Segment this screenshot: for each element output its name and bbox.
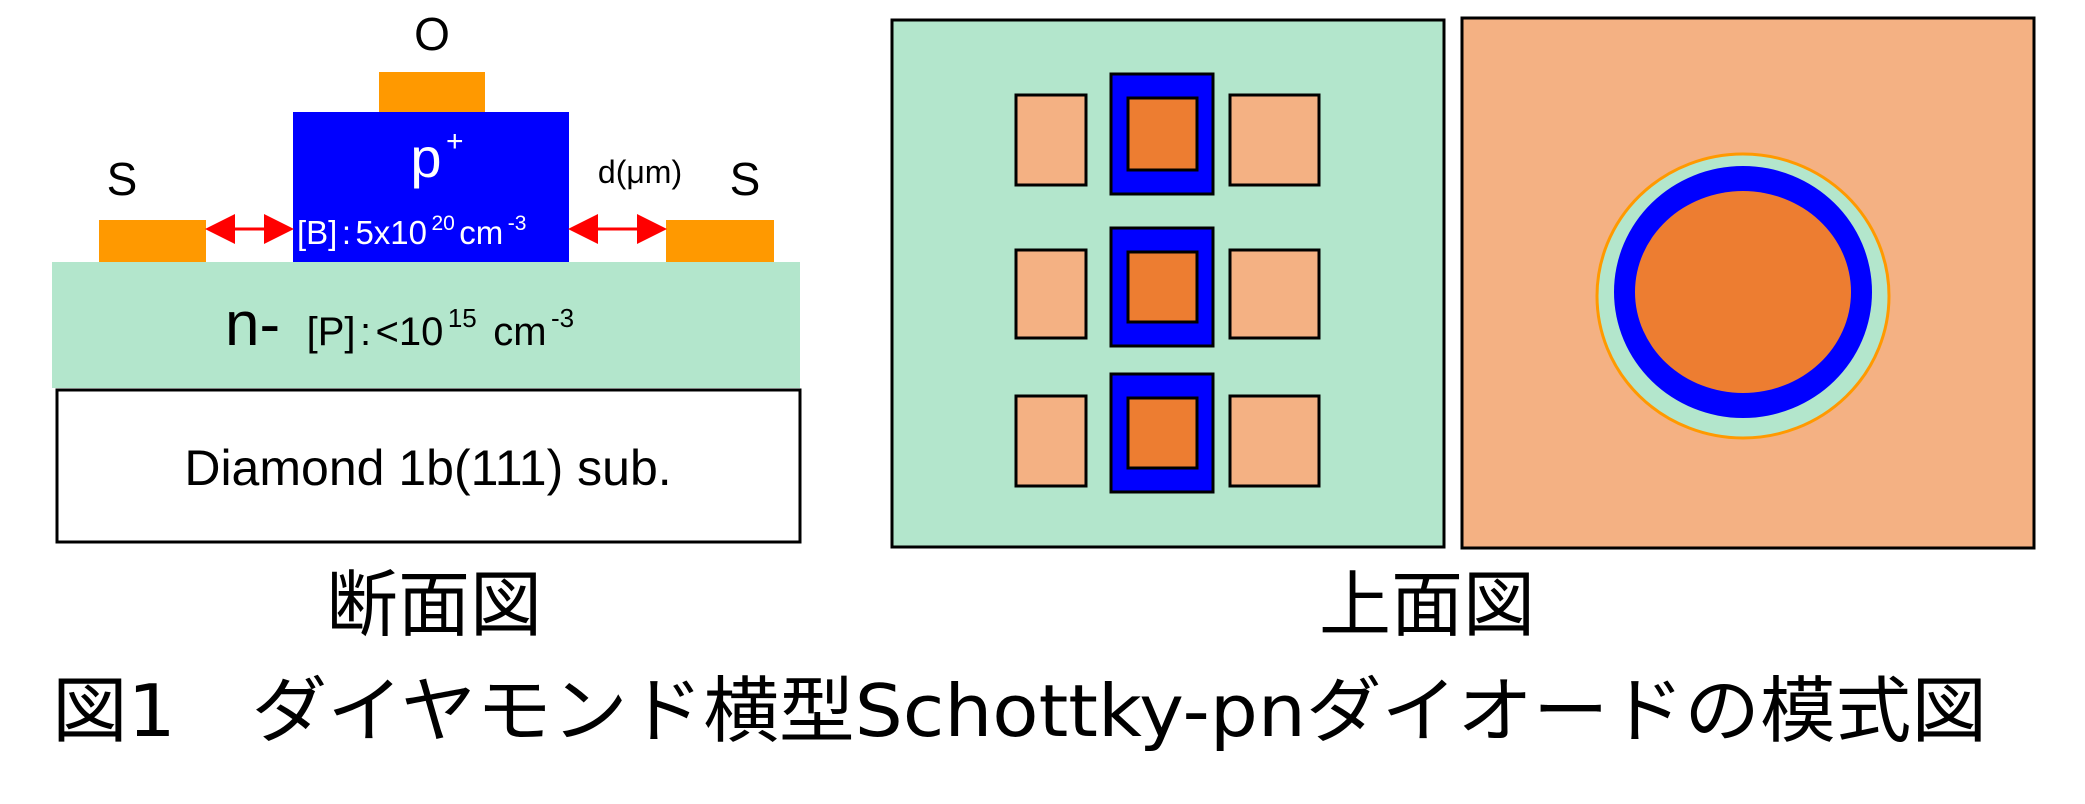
ohmic-pad [1126, 250, 1199, 324]
ohmic-pad [1126, 396, 1199, 470]
p-plus-layer [293, 112, 569, 262]
schottky-pad [1228, 248, 1321, 340]
p-layer-label: p + [410, 125, 463, 189]
top-view-caption: 上面図 [1319, 563, 1535, 647]
schottky-electrode-left [99, 220, 206, 262]
gap-label: d(μm) [598, 154, 682, 190]
top-view-square-panel [890, 18, 1446, 549]
p-layer-doping: [B] : 5x10 20 cm -3 [297, 212, 526, 251]
top-view-circle-panel [1460, 16, 2036, 550]
cross-section-caption: 断面図 [326, 563, 542, 647]
cross-section-diagram: Diamond 1b(111) sub. n- [P] : <10 15 cm … [52, 8, 802, 544]
n-layer-label: n- [P] : <10 15 cm -3 [225, 290, 574, 359]
figure-caption: 図1 ダイヤモンド横型Schottky-pnダイオードの模式図 [52, 669, 1987, 753]
ohmic-electrode-circle [1635, 191, 1851, 393]
substrate-label: Diamond 1b(111) sub. [184, 440, 671, 496]
substrate-layer [55, 388, 802, 544]
schottky-pad [1014, 248, 1088, 340]
schottky-electrode-right-label: S [730, 153, 761, 205]
ohmic-electrode-label: O [414, 8, 450, 60]
n-minus-layer [52, 262, 800, 388]
schottky-pad [1014, 93, 1088, 187]
schottky-pad [1228, 394, 1321, 488]
ohmic-pad [1126, 96, 1199, 172]
schottky-electrode-right [666, 220, 774, 262]
schottky-pad [1228, 93, 1321, 187]
ohmic-electrode [379, 72, 485, 112]
schottky-electrode-left-label: S [107, 153, 138, 205]
schottky-pad [1014, 394, 1088, 488]
